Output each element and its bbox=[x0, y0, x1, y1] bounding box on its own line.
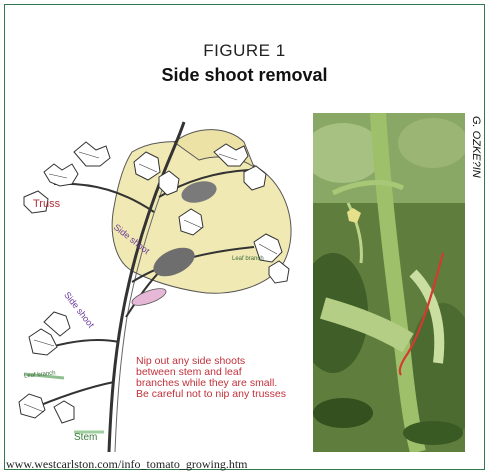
source-url: www.westcarlston.com/info_tomato_growing… bbox=[6, 457, 248, 472]
figure-label: FIGURE 1 bbox=[5, 41, 484, 61]
truss-label: Truss bbox=[33, 198, 60, 210]
leaf-branch-label-upper: Leaf branch bbox=[232, 256, 264, 262]
tomato-plant-drawing bbox=[14, 112, 309, 452]
figure-title: Side shoot removal bbox=[5, 65, 484, 86]
stem-label: Stem bbox=[74, 432, 97, 443]
illustration-panel bbox=[14, 112, 309, 452]
pruning-instruction-note: Nip out any side shoots between stem and… bbox=[136, 356, 286, 400]
tomato-plant-photo bbox=[313, 113, 465, 452]
photo-rendering bbox=[313, 113, 465, 452]
photo-credit: G. OZKE?IN bbox=[468, 116, 482, 236]
